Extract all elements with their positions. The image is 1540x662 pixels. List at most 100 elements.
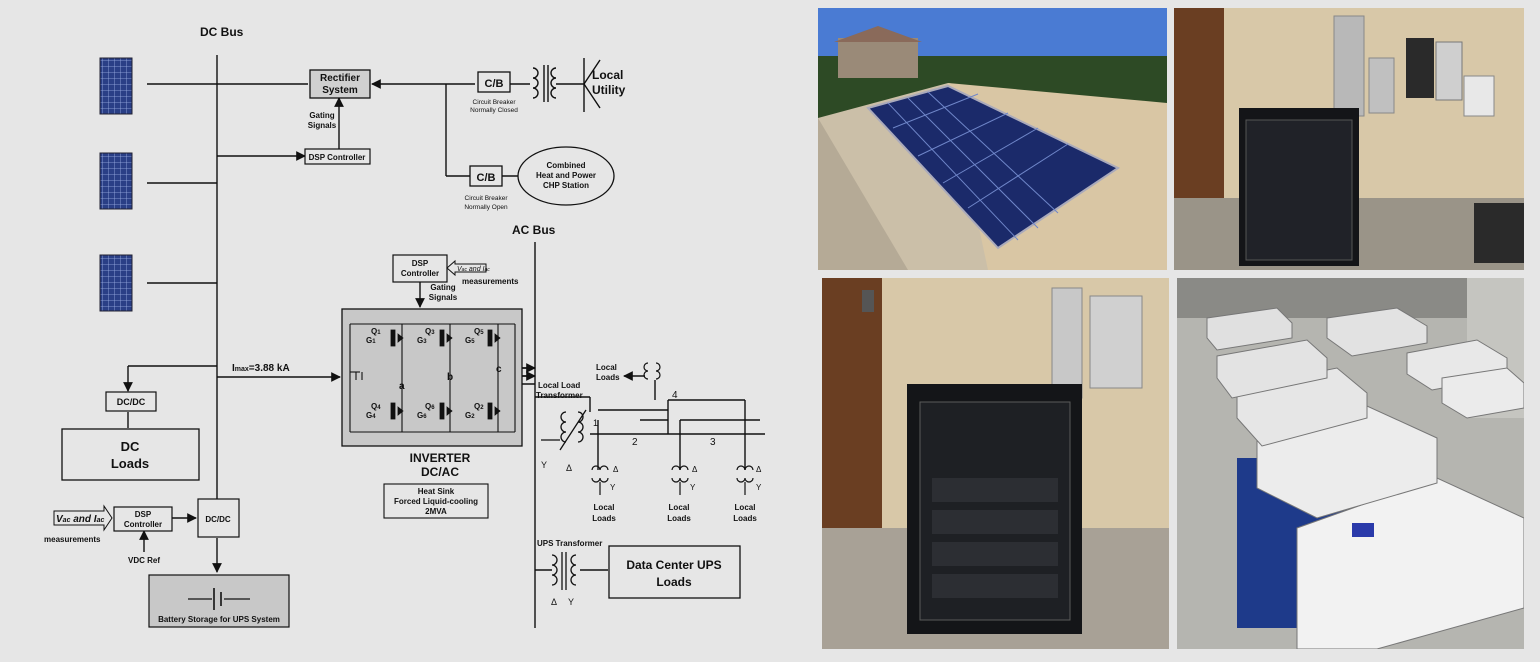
lower-measurements-label: measurements <box>44 535 101 544</box>
svg-text:Combined: Combined <box>546 161 585 170</box>
svg-text:Normally Closed: Normally Closed <box>470 107 518 114</box>
svg-text:Circuit Breaker: Circuit Breaker <box>473 99 517 106</box>
ups-transformer-wye: Y <box>568 597 574 607</box>
svg-text:Y: Y <box>610 483 616 492</box>
indoor-battery-rack-photo <box>822 278 1169 649</box>
inverter-title: INVERTER <box>410 451 471 465</box>
ups-transformer-label: UPS Transformer <box>537 539 602 548</box>
svg-text:DSP: DSP <box>412 259 429 268</box>
power-system-diagram: DC Bus AC Bus Rectifier System Gating Si… <box>44 25 765 628</box>
top-local-loads-label-2: Loads <box>596 373 620 382</box>
local-utility-label-2: Utility <box>592 83 626 97</box>
heatsink-box: Heat Sink Forced Liquid-cooling 2MVA <box>383 483 489 519</box>
vac-iac-measurement-arrow: Vac and Iac <box>446 259 490 277</box>
inverter-gating-label-2: Signals <box>429 293 458 302</box>
svg-text:Loads: Loads <box>111 456 149 471</box>
svg-text:Q2: Q2 <box>474 402 484 411</box>
svg-text:Q5: Q5 <box>474 327 484 336</box>
inverter-dsp-controller-box: DSP Controller <box>392 254 448 283</box>
local-load-2: Δ Y Local Loads <box>667 465 698 523</box>
svg-text:Δ: Δ <box>756 465 762 474</box>
garage-battery-cabinet-photo <box>1174 8 1524 270</box>
warehouse-batteries-photo <box>1177 278 1524 649</box>
local-transformer-wye: Y <box>541 460 547 470</box>
local-load-1: Δ Y Local Loads <box>591 465 619 523</box>
bus-number-2: 2 <box>632 437 638 448</box>
lower-dsp-controller-box: DSP Controller <box>113 506 173 532</box>
svg-text:C/B: C/B <box>477 172 496 184</box>
ac-bus-label: AC Bus <box>512 223 556 237</box>
svg-text:G1: G1 <box>366 336 376 345</box>
svg-text:System: System <box>322 85 358 96</box>
svg-text:G4: G4 <box>366 411 376 420</box>
svg-text:Local: Local <box>735 503 756 512</box>
svg-text:Local: Local <box>669 503 690 512</box>
local-transformer-delta: Δ <box>566 463 572 473</box>
gating-signals-label-2: Signals <box>308 121 337 130</box>
svg-text:Local: Local <box>594 503 615 512</box>
svg-text:Controller: Controller <box>124 520 162 529</box>
bus-number-1: 1 <box>593 418 598 428</box>
svg-text:Loads: Loads <box>656 575 692 589</box>
svg-text:Y: Y <box>756 483 762 492</box>
bus-number-4: 4 <box>672 390 678 401</box>
svg-text:Controller: Controller <box>401 269 439 278</box>
svg-text:C/B: C/B <box>485 78 504 90</box>
data-center-ups-loads-box: Data Center UPS Loads <box>608 545 741 599</box>
rectifier-system-box: Rectifier System <box>309 69 371 99</box>
circuit-breaker-open: C/B Circuit Breaker Normally Open <box>464 165 509 211</box>
svg-text:Vac and Iac: Vac and Iac <box>457 266 490 273</box>
svg-text:DC/DC: DC/DC <box>205 515 231 524</box>
local-load-transformer-label: Local Load <box>538 381 580 390</box>
svg-text:Q6: Q6 <box>425 402 435 411</box>
top-local-transformer-icon <box>643 362 661 380</box>
svg-text:Δ: Δ <box>613 465 619 474</box>
dc-loads-box: DC Loads <box>61 428 200 481</box>
local-load-transformer-icon <box>541 409 587 451</box>
battery-storage-box: Battery Storage for UPS System <box>148 574 290 628</box>
svg-text:Normally Open: Normally Open <box>464 204 508 211</box>
node-c-label: c <box>496 364 502 375</box>
local-load-3: Δ Y Local Loads <box>733 465 762 523</box>
solar-panel-icon <box>99 57 133 312</box>
svg-text:Loads: Loads <box>733 514 757 523</box>
svg-text:G6: G6 <box>417 411 427 420</box>
inverter-subtitle: DC/AC <box>421 465 459 479</box>
local-load-transformer-label-2: Transformer <box>536 391 583 400</box>
node-b-label: b <box>447 372 453 383</box>
bus-number-3: 3 <box>710 437 716 448</box>
svg-text:G3: G3 <box>417 336 427 345</box>
top-local-loads-label: Local <box>596 363 617 372</box>
rooftop-solar-photo <box>818 8 1167 270</box>
svg-text:Loads: Loads <box>667 514 691 523</box>
svg-text:G5: G5 <box>465 336 475 345</box>
dc-dc-converter-lower: DC/DC <box>197 498 240 538</box>
circuit-breaker-closed: C/B Circuit Breaker Normally Closed <box>470 71 518 114</box>
ups-transformer-icon <box>551 552 577 590</box>
ups-transformer-delta: Δ <box>551 597 557 607</box>
node-a-label: a <box>399 381 405 392</box>
svg-text:Data Center UPS: Data Center UPS <box>626 558 721 572</box>
svg-text:Circuit Breaker: Circuit Breaker <box>465 195 509 202</box>
svg-text:CHP Station: CHP Station <box>543 181 589 190</box>
svg-text:Vac and Iac: Vac and Iac <box>56 514 104 525</box>
svg-text:2MVA: 2MVA <box>425 507 447 516</box>
svg-text:Q3: Q3 <box>425 327 435 336</box>
svg-text:Loads: Loads <box>592 514 616 523</box>
svg-text:DSP Controller: DSP Controller <box>309 153 366 162</box>
svg-text:DSP: DSP <box>135 510 152 519</box>
svg-text:Heat and Power: Heat and Power <box>536 171 596 180</box>
dc-bus-label: DC Bus <box>200 25 244 39</box>
svg-text:Forced Liquid-cooling: Forced Liquid-cooling <box>394 497 478 506</box>
svg-text:Y: Y <box>690 483 696 492</box>
svg-text:Δ: Δ <box>692 465 698 474</box>
svg-text:Battery Storage for UPS System: Battery Storage for UPS System <box>158 615 280 624</box>
svg-text:Q1: Q1 <box>371 327 381 336</box>
dsp-controller-box: DSP Controller <box>304 148 371 165</box>
inverter-measurements-label: measurements <box>462 277 519 286</box>
gating-signals-label: Gating <box>309 111 334 120</box>
svg-text:G2: G2 <box>465 411 475 420</box>
vdc-ref-label: VDC Ref <box>128 556 160 565</box>
svg-text:Rectifier: Rectifier <box>320 73 360 84</box>
chp-station-ellipse: Combined Heat and Power CHP Station <box>517 146 615 206</box>
